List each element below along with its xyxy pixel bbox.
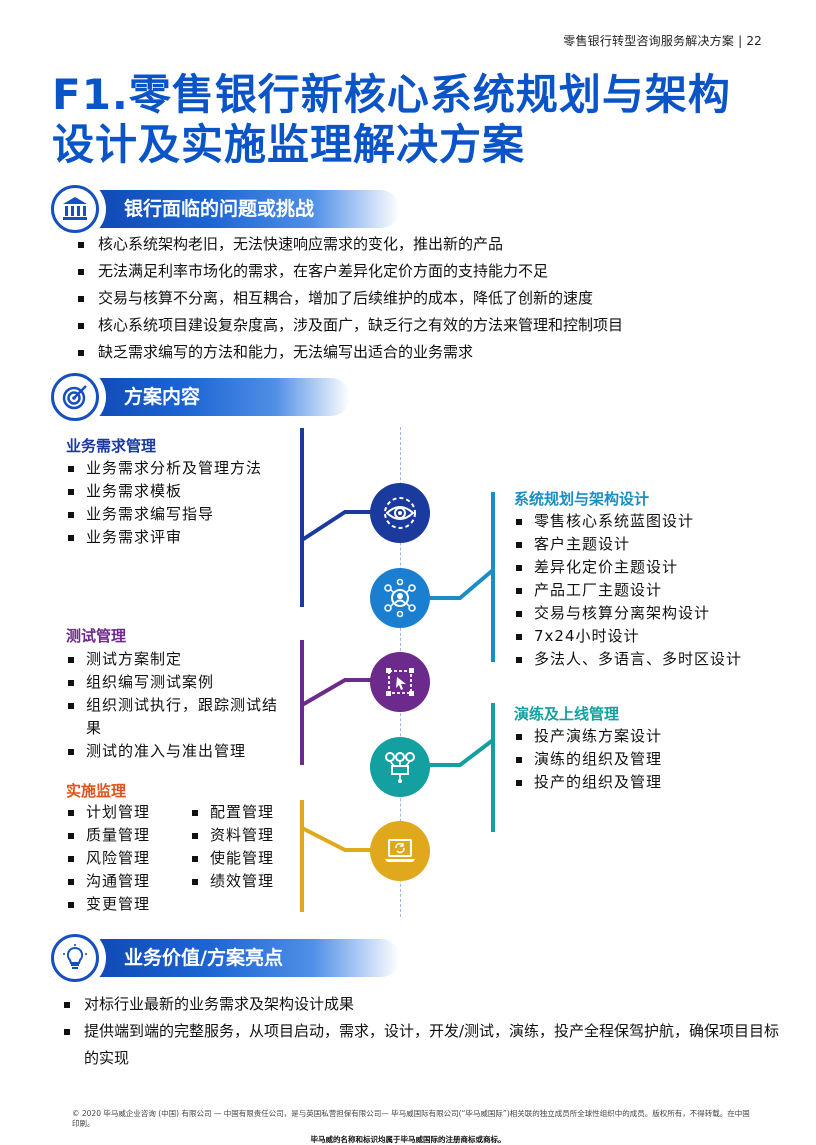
page-header: 零售银行转型咨询服务解决方案 | 22	[563, 34, 762, 48]
list-item: 交易与核算分离架构设计	[514, 602, 784, 625]
list-item: 风险管理	[66, 847, 186, 870]
list-item: 业务需求分析及管理方法	[66, 457, 296, 480]
challenges-list: 核心系统架构老旧，无法快速响应需求的变化，推出新的产品 无法满足利率市场化的需求…	[76, 231, 776, 366]
list-item: 差异化定价主题设计	[514, 556, 784, 579]
arch-design-title: 系统规划与架构设计	[514, 490, 650, 508]
list-item: 核心系统项目建设复杂度高，涉及面广，缺乏行之有效的方法来管理和控制项目	[76, 312, 776, 339]
impl-supervision-title: 实施监理	[66, 782, 127, 800]
section-solution-title: 方案内容	[124, 386, 201, 408]
list-item: 多法人、多语言、多时区设计	[514, 648, 784, 671]
laptop-sync-icon	[370, 821, 430, 881]
list-item: 测试方案制定	[66, 648, 288, 671]
list-item: 组织测试执行，跟踪测试结果	[66, 694, 288, 740]
list-item: 资料管理	[190, 824, 300, 847]
eye-gear-icon	[370, 483, 430, 543]
list-item: 质量管理	[66, 824, 186, 847]
list-item: 零售核心系统蓝图设计	[514, 510, 784, 533]
page-title: F1.零售银行新核心系统规划与架构 设计及实施监理解决方案	[52, 70, 792, 170]
section-value-title: 业务价值/方案亮点	[124, 947, 283, 969]
list-item: 业务需求评审	[66, 526, 296, 549]
list-item: 组织编写测试案例	[66, 671, 288, 694]
section-value-icon-wrap	[44, 927, 106, 989]
business-req-list: 业务需求分析及管理方法 业务需求模板 业务需求编写指导 业务需求评审	[66, 457, 296, 549]
section-challenges-icon-wrap	[44, 178, 106, 240]
list-item: 提供端到端的完整服务，从项目启动，需求，设计，开发/测试，演练，投产全程保驾护航…	[62, 1018, 782, 1072]
impl-supervision-list-1: 计划管理 质量管理 风险管理 沟通管理 变更管理	[66, 801, 186, 916]
list-item: 配置管理	[190, 801, 300, 824]
cursor-design-icon	[370, 652, 430, 712]
list-item: 投产演练方案设计	[514, 725, 784, 748]
workflow-icon	[370, 737, 430, 797]
section-challenges-title: 银行面临的问题或挑战	[124, 198, 315, 220]
list-item: 核心系统架构老旧，无法快速响应需求的变化，推出新的产品	[76, 231, 776, 258]
target-icon	[51, 373, 99, 421]
section-value-bar: 业务价值/方案亮点	[50, 939, 400, 977]
list-item: 业务需求模板	[66, 480, 296, 503]
value-list: 对标行业最新的业务需求及架构设计成果 提供端到端的完整服务，从项目启动，需求，设…	[62, 991, 782, 1072]
lightbulb-icon	[51, 934, 99, 982]
list-item: 使能管理	[190, 847, 300, 870]
list-item: 测试的准入与准出管理	[66, 740, 288, 763]
page-title-line2: 设计及实施监理解决方案	[52, 120, 526, 169]
list-item: 交易与核算不分离，相互耦合，增加了后续维护的成本，降低了创新的速度	[76, 285, 776, 312]
footer-trademark: 毕马威的名称和标识均属于毕马威国际的注册商标或商标。	[310, 1135, 506, 1144]
section-solution-icon-wrap	[44, 366, 106, 428]
list-item: 缺乏需求编写的方法和能力，无法编写出适合的业务需求	[76, 339, 776, 366]
page-title-line1: F1.零售银行新核心系统规划与架构	[52, 70, 731, 119]
list-item: 计划管理	[66, 801, 186, 824]
business-req-title: 业务需求管理	[66, 437, 157, 455]
arch-design-list: 零售核心系统蓝图设计 客户主题设计 差异化定价主题设计 产品工厂主题设计 交易与…	[514, 510, 784, 671]
test-mgmt-list: 测试方案制定 组织编写测试案例 组织测试执行，跟踪测试结果 测试的准入与准出管理	[66, 648, 288, 763]
list-item: 7x24小时设计	[514, 625, 784, 648]
list-item: 业务需求编写指导	[66, 503, 296, 526]
list-item: 沟通管理	[66, 870, 186, 893]
bank-icon	[51, 185, 99, 233]
list-item: 对标行业最新的业务需求及架构设计成果	[62, 991, 782, 1018]
list-item: 投产的组织及管理	[514, 771, 784, 794]
list-item: 变更管理	[66, 893, 186, 916]
list-item: 产品工厂主题设计	[514, 579, 784, 602]
drill-list: 投产演练方案设计 演练的组织及管理 投产的组织及管理	[514, 725, 784, 794]
footer-copyright: © 2020 毕马威企业咨询 (中国) 有限公司 — 中国有限责任公司，是与英国…	[72, 1109, 750, 1128]
list-item: 绩效管理	[190, 870, 300, 893]
impl-supervision-list-2: 配置管理 资料管理 使能管理 绩效管理	[190, 801, 300, 893]
section-challenges-bar: 银行面临的问题或挑战	[50, 190, 400, 228]
people-network-icon	[370, 568, 430, 628]
list-item: 演练的组织及管理	[514, 748, 784, 771]
list-item: 无法满足利率市场化的需求，在客户差异化定价方面的支持能力不足	[76, 258, 776, 285]
drill-title: 演练及上线管理	[514, 705, 620, 723]
test-mgmt-title: 测试管理	[66, 627, 127, 645]
list-item: 客户主题设计	[514, 533, 784, 556]
